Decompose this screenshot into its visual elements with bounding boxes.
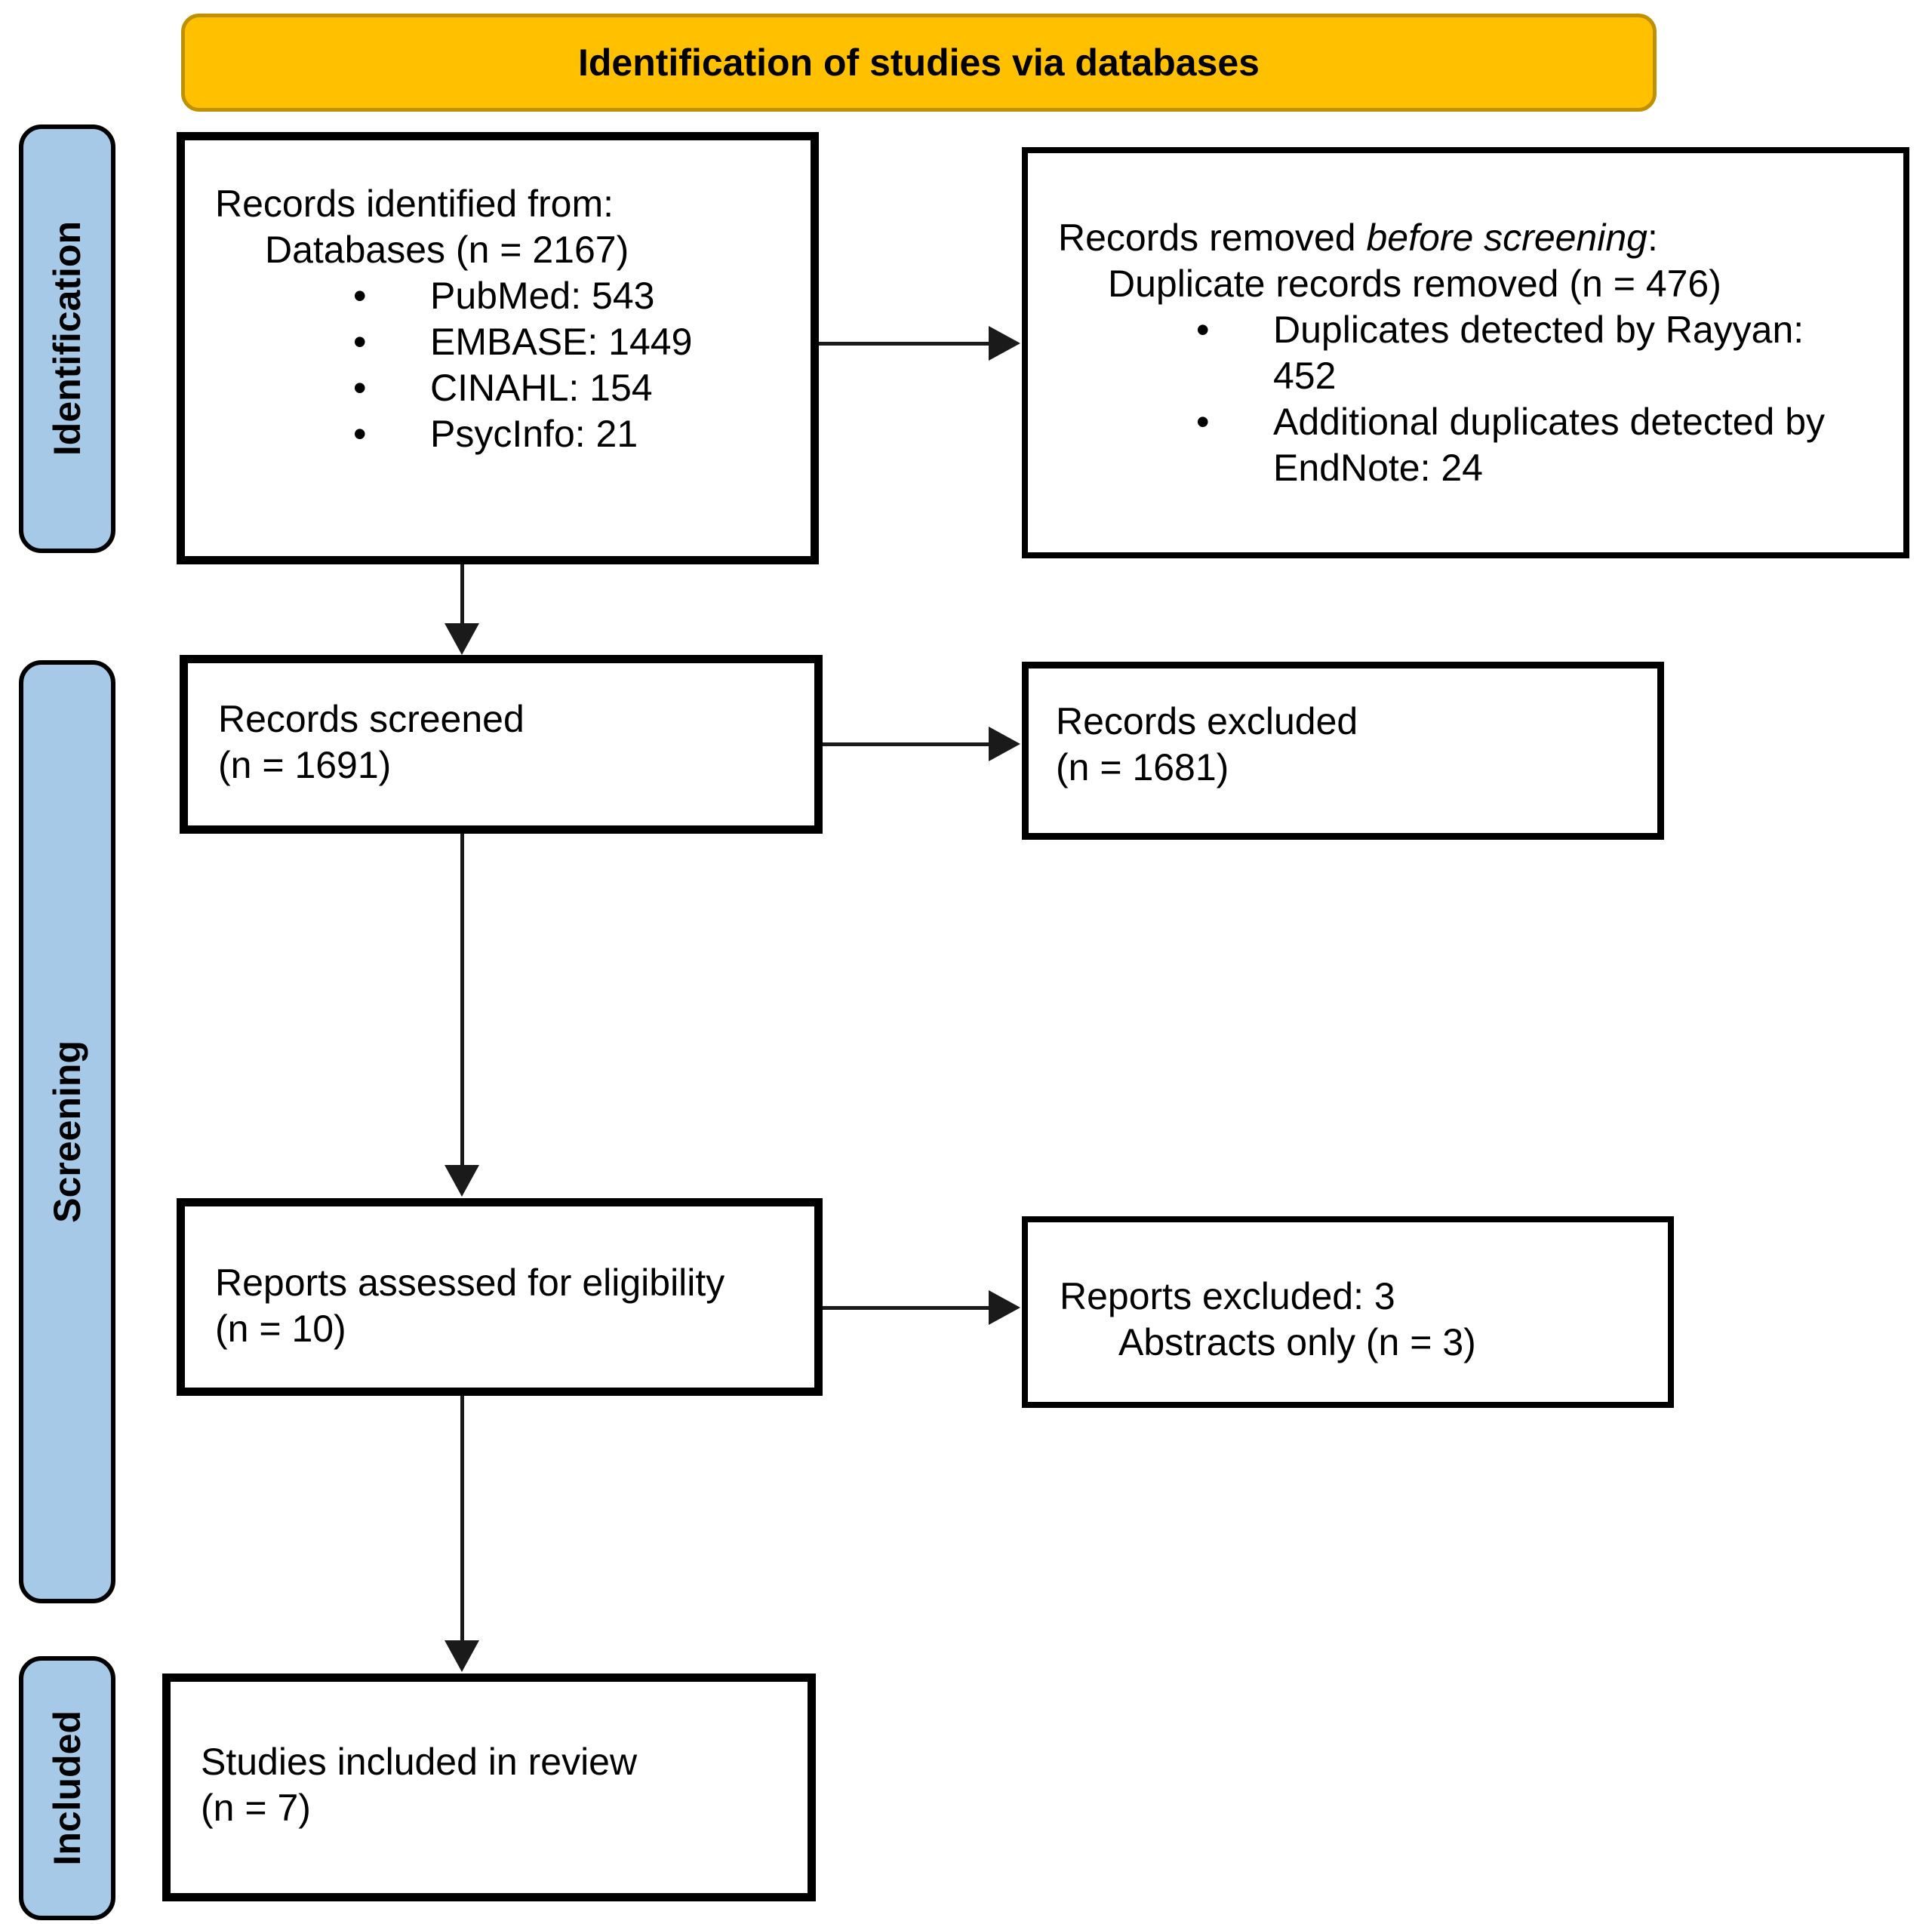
database-count-psycinfo: PsycInfo: 21 — [430, 413, 638, 455]
studies-included-count: (n = 7) — [201, 1787, 311, 1829]
duplicates-endnote: Additional duplicates detected by EndNot… — [1273, 401, 1826, 489]
records-screened-title: Records screened — [218, 698, 525, 740]
stage-label-included: Included — [45, 1710, 88, 1866]
banner-label: Identification of studies via databases — [577, 41, 1260, 84]
arrow-assessed-to-reports-excluded-line — [823, 1306, 990, 1310]
banner-identification-of-studies: Identification of studies via databases — [181, 14, 1657, 112]
studies-included-title: Studies included in review — [201, 1741, 638, 1783]
reports-excluded-title: Reports excluded: 3 — [1060, 1275, 1395, 1317]
list-item: • Duplicates detected by Rayyan: 452 — [1196, 307, 1882, 399]
records-excluded-count: (n = 1681) — [1056, 746, 1229, 788]
bullet-icon: • — [353, 367, 367, 409]
records-removed-title: Records removed before screening: — [1058, 215, 1882, 261]
list-item: • PubMed: 543 — [353, 273, 789, 319]
box-reports-excluded: Reports excluded: 3 Abstracts only (n = … — [1022, 1216, 1674, 1408]
stage-label-screening: Screening — [45, 1040, 88, 1223]
arrow-screened-to-assessed-head — [445, 1165, 479, 1197]
reports-assessed-count: (n = 10) — [215, 1308, 346, 1350]
arrow-assessed-to-included-head — [445, 1640, 479, 1672]
records-excluded-title: Records excluded — [1056, 700, 1358, 742]
bullet-icon: • — [1196, 401, 1210, 443]
arrow-identified-to-screened-line — [460, 564, 464, 625]
records-removed-title-pre: Records removed — [1058, 217, 1367, 259]
box-records-excluded: Records excluded (n = 1681) — [1022, 662, 1664, 840]
arrow-assessed-to-included-line — [460, 1396, 464, 1640]
records-removed-title-post: : — [1647, 217, 1658, 259]
reports-excluded-detail: Abstracts only (n = 3) — [1118, 1321, 1476, 1363]
box-records-removed: Records removed before screening: Duplic… — [1022, 147, 1909, 558]
stage-label-identification: Identification — [45, 221, 88, 456]
bullet-icon: • — [353, 275, 367, 317]
arrow-identified-to-screened-head — [445, 623, 479, 655]
database-count-cinahl: CINAHL: 154 — [430, 367, 653, 409]
stage-rail-screening: Screening — [19, 660, 115, 1603]
arrow-identified-to-removed-head — [989, 326, 1020, 361]
arrow-screened-to-excluded-line — [823, 742, 990, 746]
database-count-embase: EMBASE: 1449 — [430, 321, 693, 363]
box-studies-included: Studies included in review (n = 7) — [162, 1674, 816, 1901]
records-identified-title: Records identified from: — [215, 183, 614, 225]
records-identified-subtitle: Databases (n = 2167) — [265, 229, 629, 271]
arrow-screened-to-assessed-line — [460, 834, 464, 1166]
records-removed-title-italic: before screening — [1366, 217, 1647, 259]
reports-assessed-title: Reports assessed for eligibility — [215, 1262, 725, 1304]
duplicates-rayyan: Duplicates detected by Rayyan: 452 — [1273, 309, 1804, 397]
box-records-screened: Records screened (n = 1691) — [180, 655, 823, 834]
database-count-pubmed: PubMed: 543 — [430, 275, 655, 317]
list-item: • Additional duplicates detected by EndN… — [1196, 399, 1882, 491]
stage-rail-identification: Identification — [19, 124, 115, 553]
box-reports-assessed: Reports assessed for eligibility (n = 10… — [177, 1198, 823, 1396]
bullet-icon: • — [353, 321, 367, 363]
records-screened-count: (n = 1691) — [218, 744, 392, 786]
list-item: • EMBASE: 1449 — [353, 319, 789, 365]
arrow-identified-to-removed-line — [819, 342, 990, 346]
arrow-screened-to-excluded-head — [989, 727, 1020, 761]
bullet-icon: • — [353, 413, 367, 455]
list-item: • CINAHL: 154 — [353, 365, 789, 411]
box-records-identified: Records identified from: Databases (n = … — [177, 132, 819, 564]
stage-rail-included: Included — [19, 1656, 115, 1920]
list-item: • PsycInfo: 21 — [353, 411, 789, 457]
records-removed-subtitle: Duplicate records removed (n = 476) — [1108, 263, 1721, 305]
arrow-assessed-to-reports-excluded-head — [989, 1290, 1020, 1325]
bullet-icon: • — [1196, 309, 1210, 351]
